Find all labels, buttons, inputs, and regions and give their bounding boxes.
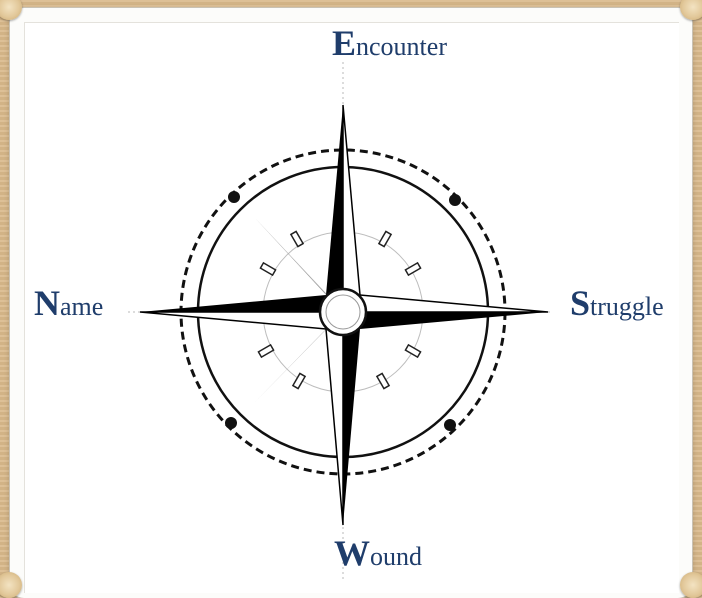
label-right-initial: S bbox=[570, 283, 590, 323]
label-bottom-wound: Wound bbox=[334, 538, 422, 572]
label-top-rest: ncounter bbox=[356, 32, 447, 61]
ring-dot-sw bbox=[225, 417, 237, 429]
tick-8 bbox=[377, 373, 389, 388]
label-top-initial: E bbox=[332, 23, 356, 63]
ring-dot-ne bbox=[449, 194, 461, 206]
tick-5 bbox=[258, 345, 273, 357]
point-right-bottom bbox=[343, 312, 548, 329]
label-bottom-initial: W bbox=[334, 533, 370, 573]
tick-2 bbox=[379, 231, 391, 246]
ring-dot-se bbox=[444, 419, 456, 431]
tick-3 bbox=[260, 263, 275, 275]
label-left-rest: ame bbox=[60, 292, 103, 321]
label-right-rest: truggle bbox=[590, 292, 664, 321]
label-left-name: Name bbox=[34, 288, 103, 322]
point-bottom-left bbox=[326, 312, 343, 525]
point-top-right bbox=[343, 105, 360, 312]
label-bottom-rest: ound bbox=[370, 542, 422, 571]
tick-1 bbox=[291, 231, 303, 246]
point-bottom-right bbox=[343, 312, 360, 525]
label-top-encounter: Encounter bbox=[332, 28, 447, 62]
center-hub bbox=[320, 289, 366, 335]
point-top-left bbox=[326, 105, 343, 312]
label-right-struggle: Struggle bbox=[570, 288, 664, 322]
tick-6 bbox=[405, 345, 420, 357]
point-right-top bbox=[343, 295, 548, 312]
ring-dot-nw bbox=[228, 191, 240, 203]
point-left-bottom bbox=[140, 312, 343, 329]
label-left-initial: N bbox=[34, 283, 60, 323]
point-left-top bbox=[140, 295, 343, 312]
